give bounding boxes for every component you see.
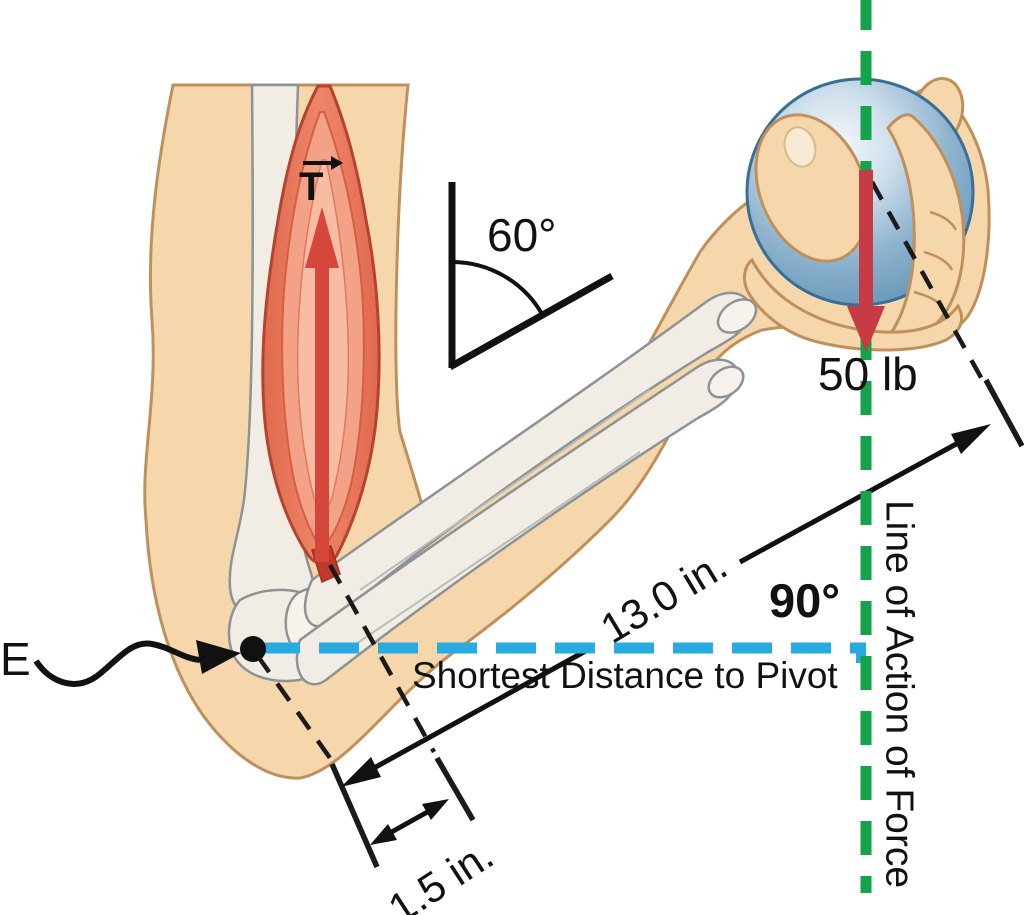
dimension-13in-arrow [341, 424, 991, 787]
angle-60-mark [448, 182, 614, 371]
pivot-label: E [0, 633, 31, 685]
shortest-distance-label: Shortest Distance to Pivot [412, 655, 838, 696]
weight-arrow [847, 170, 885, 352]
line-of-action-label: Line of Action of Force [877, 499, 921, 889]
weight-label: 50 lb [818, 348, 918, 400]
e-pointer-arrow [33, 640, 241, 687]
construction-dashed-lines [255, 180, 1024, 869]
tension-vector-bar [303, 156, 343, 170]
right-angle-label: 90° [769, 574, 841, 627]
muscle-angle-label: 60° [487, 209, 557, 261]
tension-arrow [305, 207, 339, 562]
pivot-dot [240, 636, 266, 662]
tension-label: T [299, 165, 324, 209]
forearm-bones [295, 291, 758, 686]
hand [743, 113, 966, 352]
thumbnail [783, 126, 817, 168]
dimension-1-5in-arrow [370, 799, 449, 845]
